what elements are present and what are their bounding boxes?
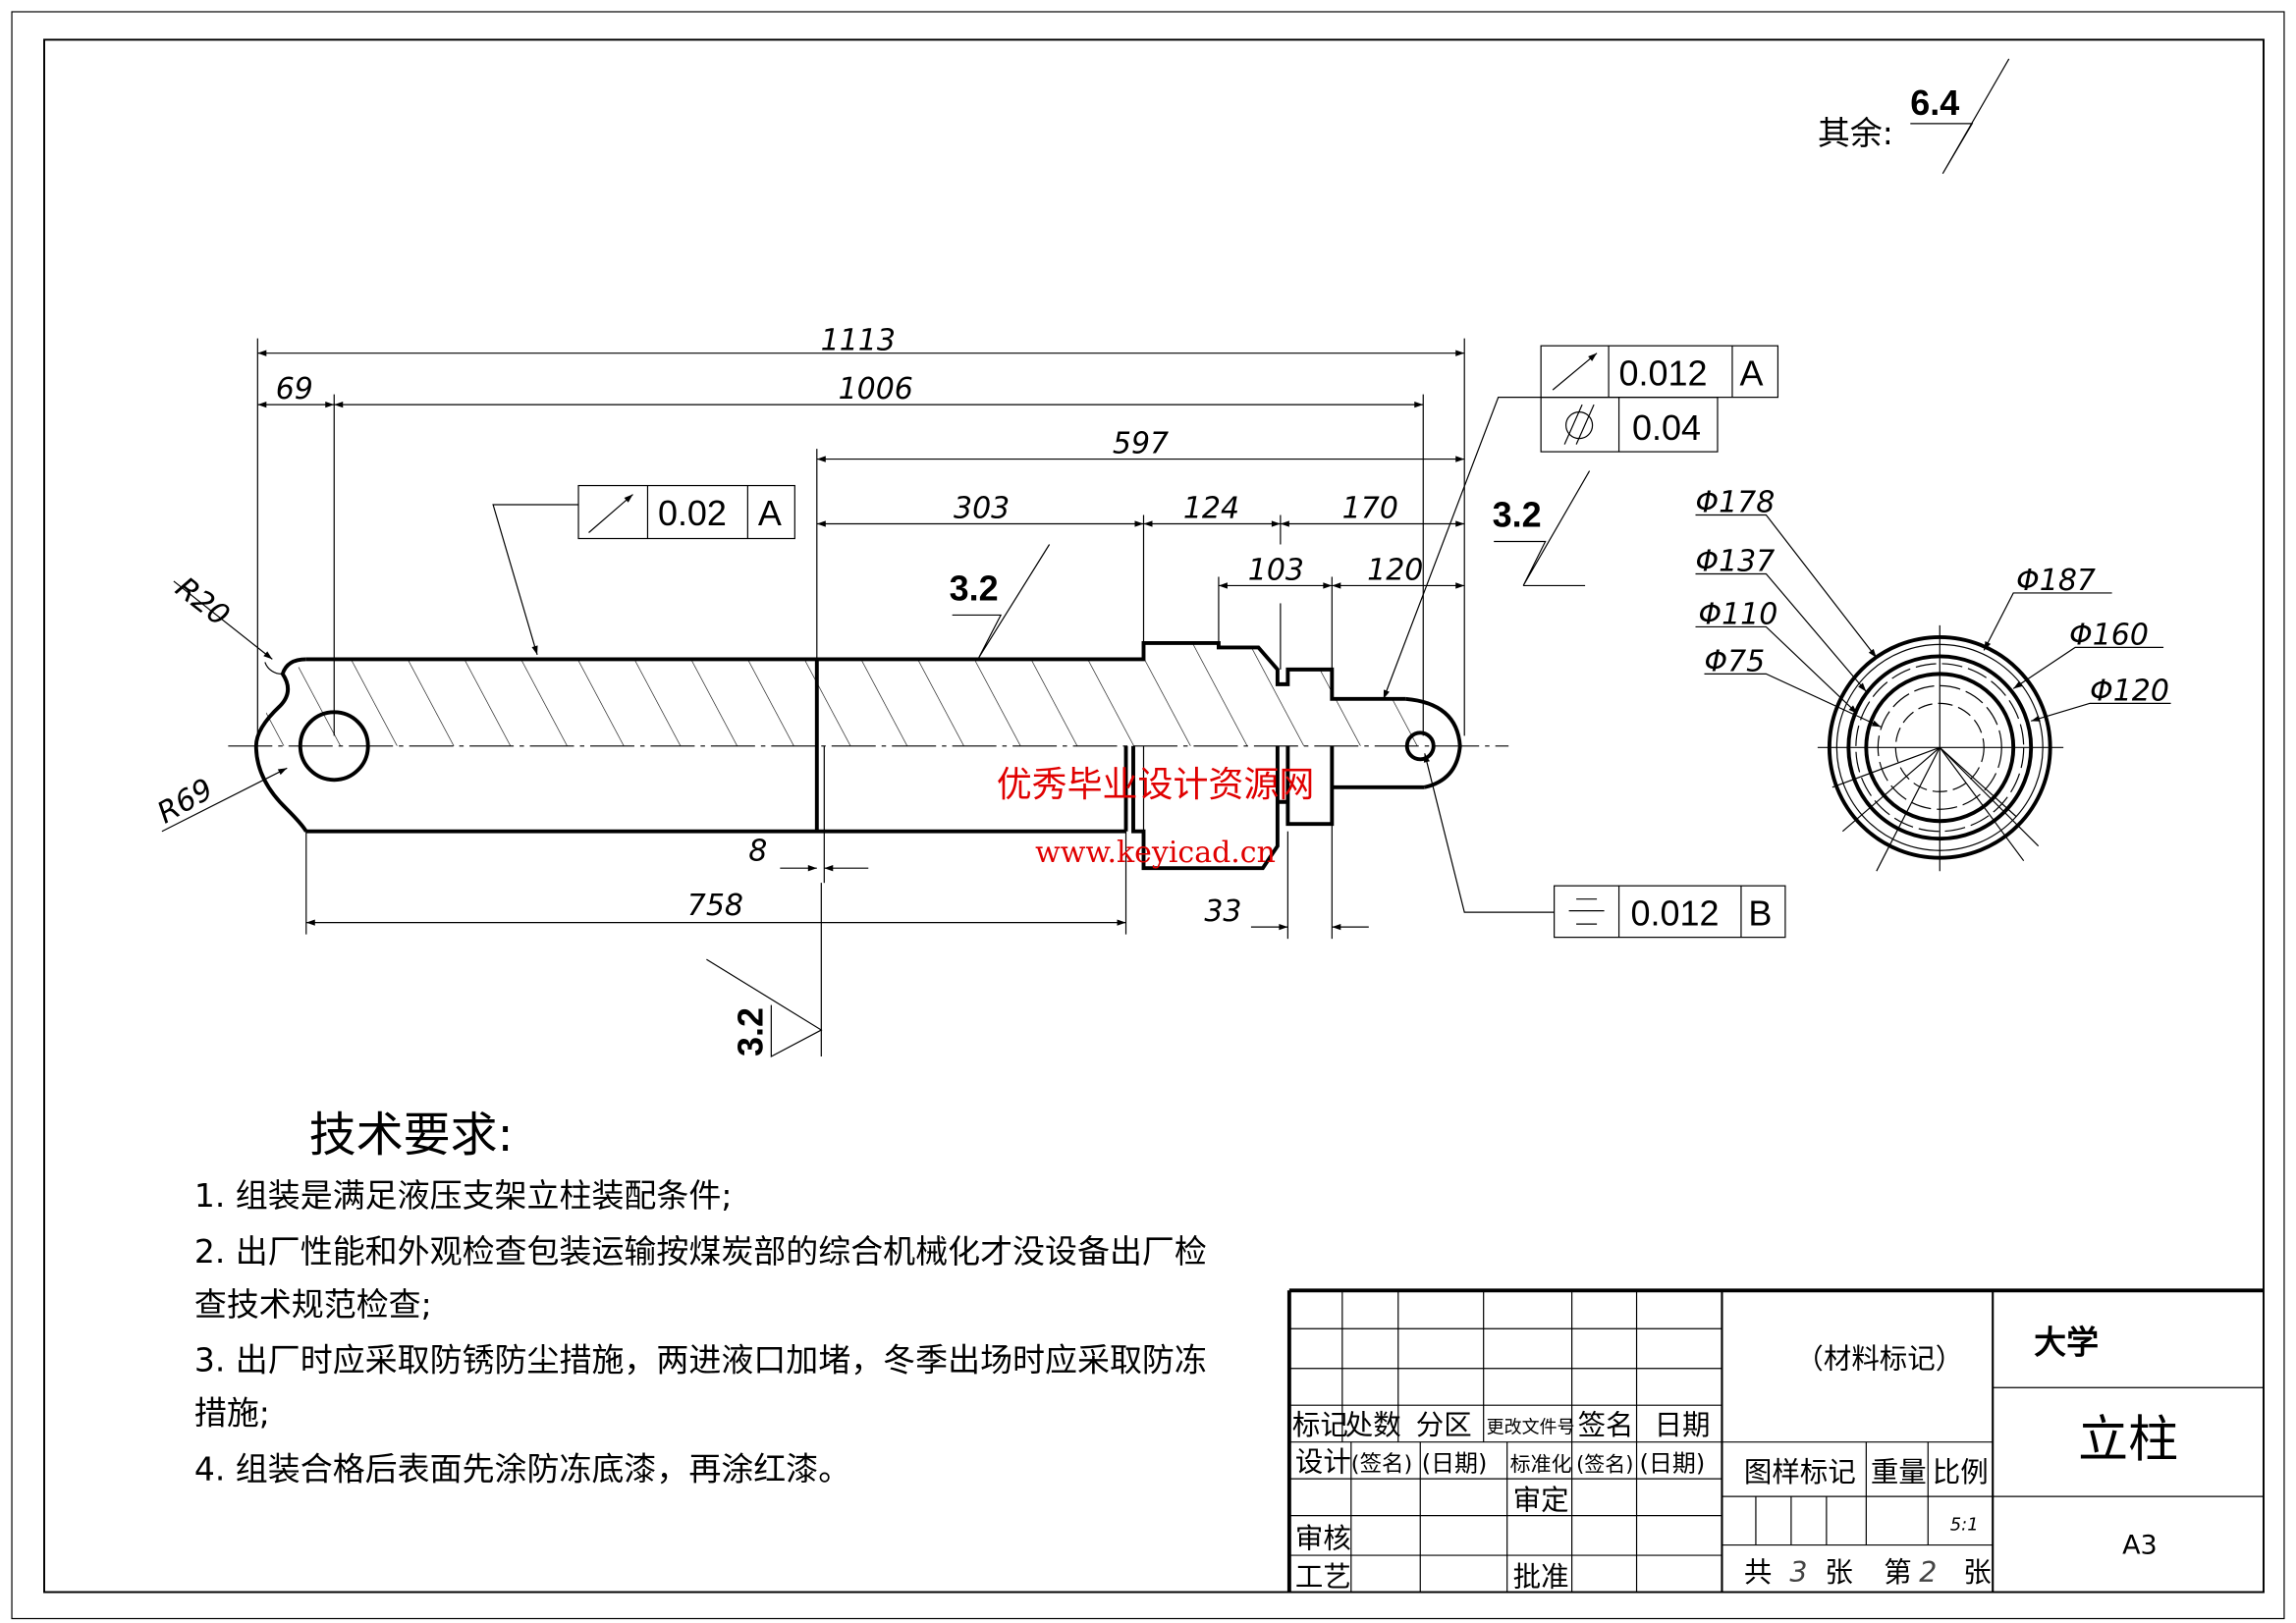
- roughness-value: 3.2: [950, 568, 999, 608]
- dim-103: 103: [1248, 553, 1304, 587]
- sheets-total: 3: [1789, 1556, 1807, 1589]
- gdt-tolerance: 0.04: [1632, 407, 1701, 448]
- end-view: Φ178 Φ137 Φ110 Φ75 Φ187 Φ160 Φ120: [1695, 486, 2171, 872]
- tb-label: 重量: [1871, 1456, 1927, 1488]
- dim-120: 120: [1367, 553, 1423, 587]
- dim-758: 758: [687, 889, 743, 923]
- tb-label: 共: [1744, 1556, 1772, 1589]
- runout-icon: [1552, 352, 1598, 391]
- tb-label: 比例: [1933, 1456, 1989, 1488]
- roughness-mark-2: 3.2: [1493, 470, 1591, 587]
- dim-124: 124: [1183, 492, 1239, 526]
- tech-req-line: 查技术规范检查;: [194, 1285, 432, 1324]
- tech-req-line: 3. 出厂时应采取防锈防尘措施，两进液口加堵，冬季出场时应采取防冻: [194, 1341, 1207, 1380]
- tb-label: 审定: [1513, 1485, 1569, 1517]
- title-block: 标记 处数 分区 更改文件号 签名 日期 设计 (签名) (日期) 标准化 (签…: [1286, 1288, 2264, 1594]
- gdt-runout-frame-2: 0.012 A: [1540, 345, 1779, 399]
- gdt-cylindricity-frame: 0.04: [1383, 397, 1719, 700]
- gdt-symmetry-frame: 0.012 B: [1423, 753, 1786, 939]
- gdt-tolerance: 0.02: [658, 493, 727, 533]
- roughness-symbol-icon: [952, 544, 1051, 659]
- roughness-mark-1: 3.2: [950, 544, 1051, 659]
- tb-label: 批准: [1513, 1561, 1569, 1594]
- roughness-symbol-icon: [706, 958, 823, 1058]
- dim-r69: R69: [151, 772, 219, 831]
- tb-label: 日期: [1655, 1409, 1711, 1441]
- sheet-number: 2: [1919, 1556, 1937, 1589]
- roughness-symbol-icon: [1494, 470, 1591, 586]
- dim-overall: 1113: [821, 324, 896, 358]
- part-section-view: [228, 640, 1509, 871]
- dim-8: 8: [748, 835, 767, 869]
- dim-597: 597: [1113, 427, 1169, 461]
- dia-137-label: Φ137: [1695, 544, 1775, 578]
- gdt-datum: A: [1739, 353, 1763, 394]
- dim-69: 69: [276, 372, 313, 406]
- gdt-tolerance: 0.012: [1631, 893, 1720, 934]
- tb-label: 审核: [1295, 1523, 1351, 1555]
- tb-label: 签名: [1578, 1409, 1634, 1441]
- tech-req-line: 4. 组装合格后表面先涂防冻底漆，再涂红漆。: [194, 1450, 850, 1488]
- gdt-runout-frame-1: 0.02 A: [492, 484, 795, 656]
- tb-label: 张: [1963, 1556, 1991, 1589]
- dim-1006: 1006: [839, 372, 913, 406]
- outer-border: [11, 11, 2285, 1620]
- dim-170: 170: [1342, 492, 1398, 526]
- gdt-tolerance: 0.012: [1619, 353, 1708, 394]
- cylindricity-icon: [1563, 404, 1595, 445]
- tb-label: 标记: [1292, 1409, 1348, 1441]
- tb-label: 第: [1884, 1556, 1911, 1589]
- tb-label: 图样标记: [1744, 1456, 1856, 1488]
- roughness-value: 3.2: [730, 1007, 770, 1056]
- general-roughness: 其余: 6.4: [1818, 58, 2010, 175]
- dim-303: 303: [954, 492, 1010, 526]
- tb-label: 张: [1825, 1556, 1852, 1589]
- tb-label: (签名): [1576, 1453, 1633, 1477]
- drawing-title: 立柱: [2078, 1412, 2178, 1470]
- dia-160-label: Φ160: [2069, 618, 2149, 652]
- tb-label: 标准化: [1510, 1453, 1572, 1477]
- tech-req-line: 1. 组装是满足液压支架立柱装配条件;: [194, 1176, 733, 1215]
- dia-110-label: Φ110: [1698, 597, 1777, 631]
- roughness-mark-3: 3.2: [706, 883, 823, 1058]
- dia-178-label: Φ178: [1695, 486, 1775, 520]
- tech-req-line: 措施;: [194, 1394, 270, 1433]
- tb-label: (签名): [1351, 1452, 1412, 1478]
- dim-r20: R20: [169, 570, 236, 633]
- tb-label: (日期): [1422, 1450, 1488, 1478]
- dia-120-label: Φ120: [2090, 674, 2169, 708]
- dia-75-label: Φ75: [1704, 644, 1765, 678]
- technical-requirements: 技术要求: 1. 组装是满足液压支架立柱装配条件; 2. 出厂性能和外观检查包装…: [194, 1108, 1207, 1488]
- gdt-datum: B: [1748, 893, 1772, 934]
- scale-value: 5:1: [1950, 1515, 1979, 1536]
- tech-req-line: 2. 出厂性能和外观检查包装运输按煤炭部的综合机械化才没设备出厂检: [194, 1232, 1207, 1271]
- general-roughness-value: 6.4: [1910, 82, 1959, 123]
- watermark-url: www.keyicad.cn: [1035, 836, 1276, 870]
- sheet-size: A3: [2122, 1531, 2158, 1561]
- gdt-datum: A: [758, 493, 782, 533]
- watermark-text: 优秀毕业设计资源网: [997, 765, 1315, 805]
- roughness-value: 3.2: [1493, 495, 1542, 535]
- tb-label: 工艺: [1295, 1561, 1351, 1594]
- tb-label: 分区: [1416, 1409, 1472, 1441]
- university-name: 大学: [2034, 1324, 2099, 1362]
- dim-33: 33: [1204, 894, 1241, 929]
- inner-frame: [43, 38, 2265, 1594]
- dia-187-label: Φ187: [2016, 564, 2096, 598]
- symmetry-icon: [1568, 898, 1605, 925]
- runout-icon: [588, 494, 633, 533]
- tech-req-heading: 技术要求:: [309, 1108, 514, 1163]
- tb-label: 更改文件号: [1487, 1418, 1575, 1438]
- tb-label: (日期): [1640, 1450, 1706, 1478]
- tb-label: 设计: [1295, 1446, 1351, 1479]
- material-mark: （材料标记）: [1795, 1343, 1963, 1376]
- roughness-symbol-icon: [1910, 58, 2010, 175]
- tb-label: 处数: [1345, 1409, 1401, 1441]
- general-roughness-label: 其余:: [1818, 114, 1893, 152]
